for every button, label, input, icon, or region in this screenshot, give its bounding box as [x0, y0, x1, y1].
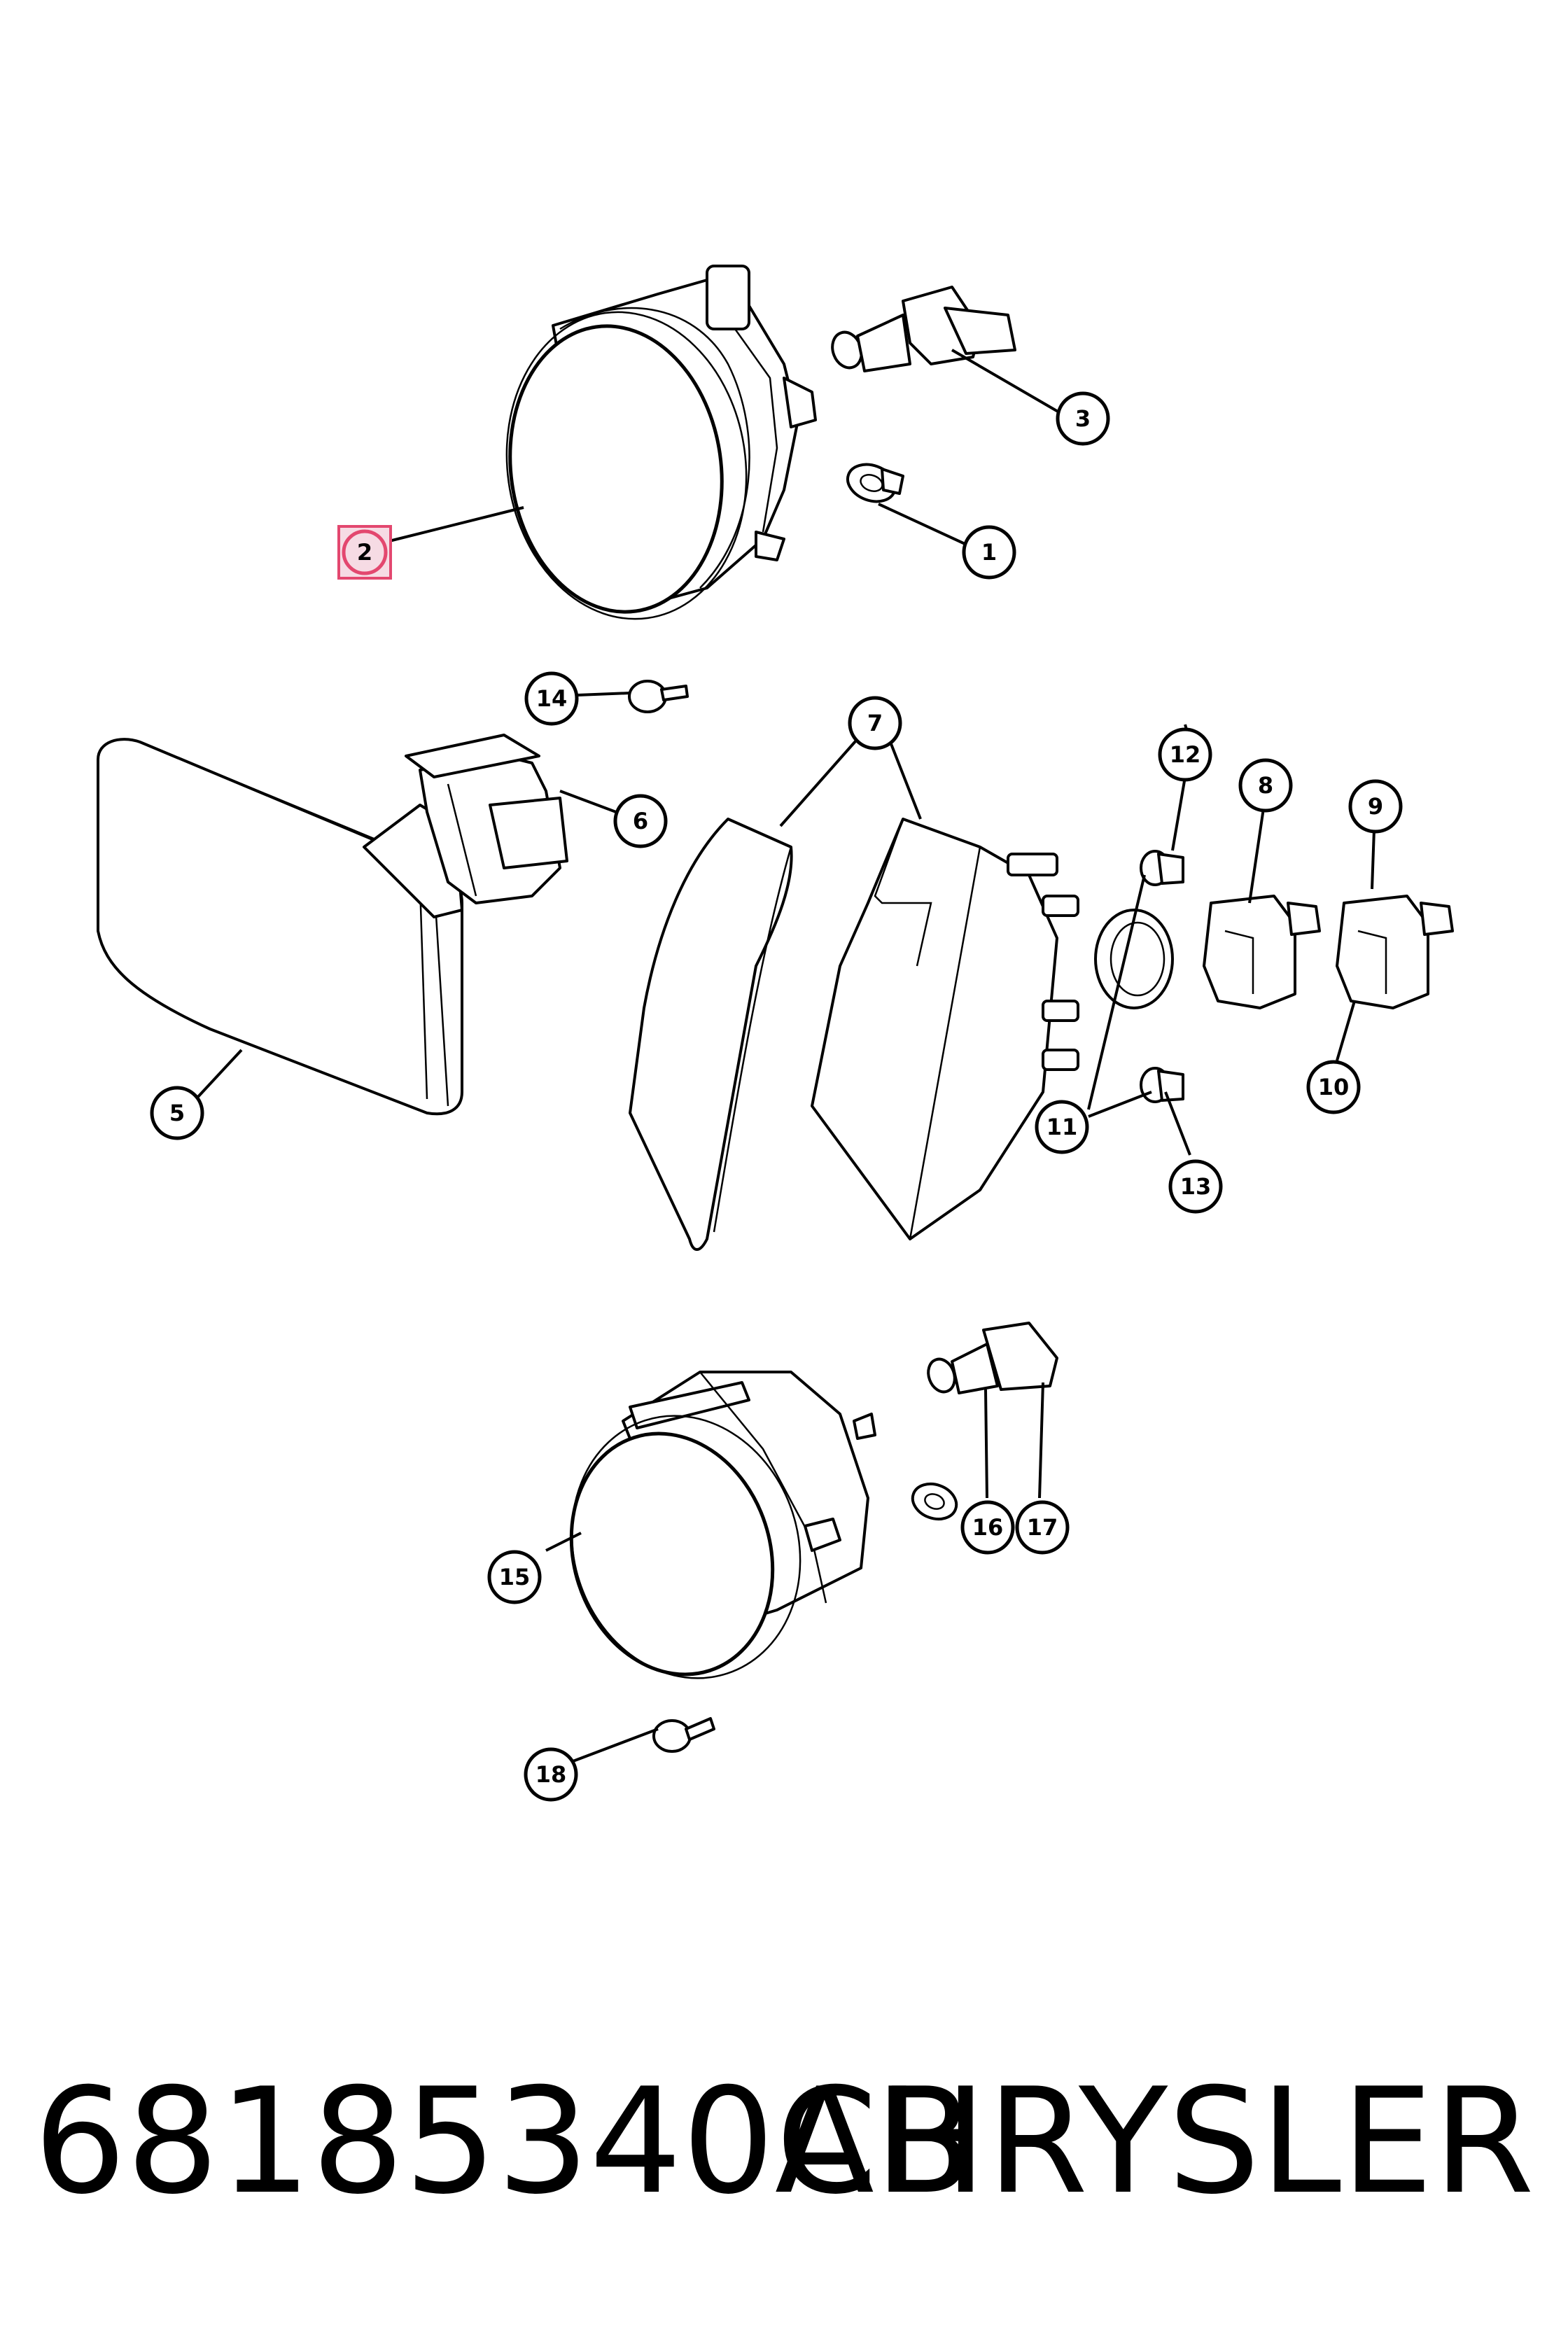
- callout-label: 5: [169, 1100, 185, 1126]
- callouts: 2 1 3 5 6 7 8 9: [150, 391, 1403, 1802]
- headlamp-module-part[interactable]: [487, 265, 817, 635]
- bulb-12-part[interactable]: [1140, 850, 1184, 886]
- callout-label: 2: [357, 539, 372, 566]
- side-marker-lens-part[interactable]: [629, 818, 793, 1251]
- exploded-parts-diagram: 2 1 3 5 6 7 8 9: [97, 265, 1454, 1802]
- callout-11[interactable]: 11: [1035, 1100, 1089, 1154]
- callout-label: 11: [1046, 1114, 1078, 1140]
- socket-8-part[interactable]: [1203, 895, 1321, 1009]
- lamp-socket-6-part[interactable]: [405, 734, 568, 904]
- screw-18-part[interactable]: [652, 1717, 715, 1753]
- fog-bulb-connector-part[interactable]: [924, 1322, 1058, 1396]
- fog-lamp-part[interactable]: [538, 1371, 876, 1708]
- callout-9[interactable]: 9: [1348, 779, 1403, 834]
- screw-14-part[interactable]: [628, 680, 689, 713]
- headlamp-bulb-connector-part[interactable]: [827, 286, 1016, 372]
- callout-3[interactable]: 3: [1056, 391, 1110, 446]
- callout-label: 17: [1027, 1514, 1058, 1541]
- callout-2-highlighted[interactable]: 2: [337, 525, 392, 580]
- callout-label: 15: [499, 1564, 531, 1590]
- callout-label: 7: [867, 710, 883, 736]
- callout-5[interactable]: 5: [150, 1086, 204, 1140]
- callout-16[interactable]: 16: [960, 1500, 1015, 1555]
- callout-13[interactable]: 13: [1168, 1159, 1223, 1214]
- callout-label: 1: [981, 539, 997, 566]
- callout-14[interactable]: 14: [524, 671, 579, 726]
- reflector-bezel-part[interactable]: [811, 818, 1079, 1240]
- callout-label: 8: [1258, 772, 1273, 799]
- fog-lamp-nut-part[interactable]: [908, 1478, 962, 1525]
- callout-label: 12: [1170, 741, 1201, 768]
- callout-7[interactable]: 7: [848, 696, 902, 750]
- part-caption: 68185340AB CHRYSLER: [0, 2051, 1568, 2233]
- callout-1[interactable]: 1: [962, 525, 1016, 580]
- callout-label: 3: [1075, 405, 1091, 432]
- callout-6[interactable]: 6: [613, 794, 668, 848]
- bulb-13-part[interactable]: [1140, 1067, 1184, 1103]
- callout-10[interactable]: 10: [1306, 1060, 1361, 1114]
- parking-lamp-housing-part[interactable]: [97, 738, 463, 1116]
- callout-15[interactable]: 15: [487, 1550, 542, 1604]
- callout-label: 13: [1180, 1173, 1212, 1200]
- callout-8[interactable]: 8: [1238, 758, 1293, 813]
- callout-label: 18: [536, 1761, 567, 1788]
- callout-label: 6: [633, 808, 648, 834]
- part-number: 68185340AB: [34, 2057, 974, 2227]
- gasket-ring-part[interactable]: [1094, 909, 1174, 1009]
- callout-17[interactable]: 17: [1015, 1500, 1070, 1555]
- brand-name: CHRYSLER: [776, 2057, 1534, 2227]
- socket-9-part[interactable]: [1336, 895, 1454, 1009]
- callout-label: 16: [972, 1514, 1004, 1541]
- leader-lines: [195, 349, 1376, 1765]
- headlamp-adjuster-nut-part[interactable]: [843, 458, 904, 508]
- callout-label: 10: [1318, 1074, 1350, 1100]
- callout-12[interactable]: 12: [1158, 727, 1212, 782]
- callout-label: 14: [536, 685, 568, 712]
- callout-18[interactable]: 18: [524, 1747, 578, 1802]
- callout-label: 9: [1368, 793, 1383, 820]
